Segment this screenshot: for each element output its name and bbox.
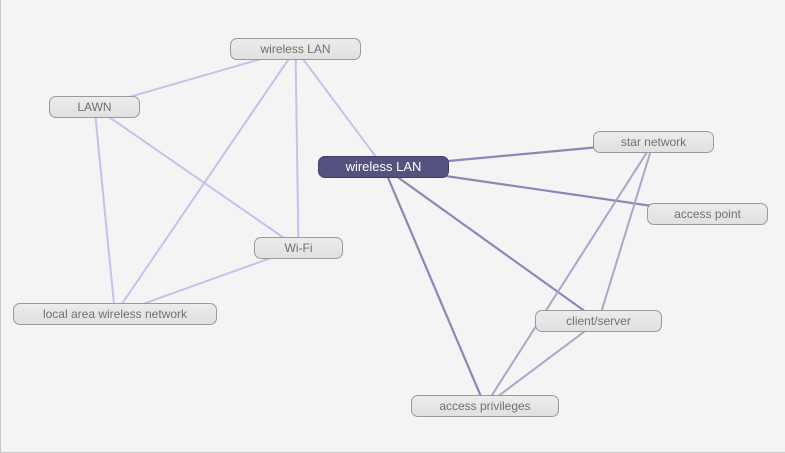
edge-wlan-center-cs	[382, 166, 600, 322]
edge-cs-priv	[484, 320, 600, 407]
node-wi-fi[interactable]: Wi-Fi	[254, 237, 343, 259]
edge-wlan-center-priv	[382, 166, 487, 407]
edge-wlan-top-lawn-full	[114, 48, 297, 315]
edge-wlan-top-wifi	[294, 48, 300, 249]
edge-wlan-top-wlan-center	[294, 48, 385, 168]
node-star-network[interactable]: star network	[593, 131, 714, 153]
node-access-privileges[interactable]: access privileges	[411, 395, 559, 417]
edge-star-cs	[597, 141, 655, 322]
node-client-server[interactable]: client/server	[535, 310, 662, 332]
node-wireless-lan-center[interactable]: wireless LAN	[318, 156, 449, 178]
node-wireless-lan-top[interactable]: wireless LAN	[230, 38, 361, 60]
edge-lawn-lawn-full	[93, 106, 116, 315]
edge-star-priv	[484, 141, 655, 407]
node-lawn[interactable]: LAWN	[49, 96, 140, 118]
node-access-point[interactable]: access point	[647, 203, 768, 225]
edge-lawn-wifi	[93, 106, 300, 249]
node-local-area-wireless-network[interactable]: local area wireless network	[13, 303, 217, 325]
